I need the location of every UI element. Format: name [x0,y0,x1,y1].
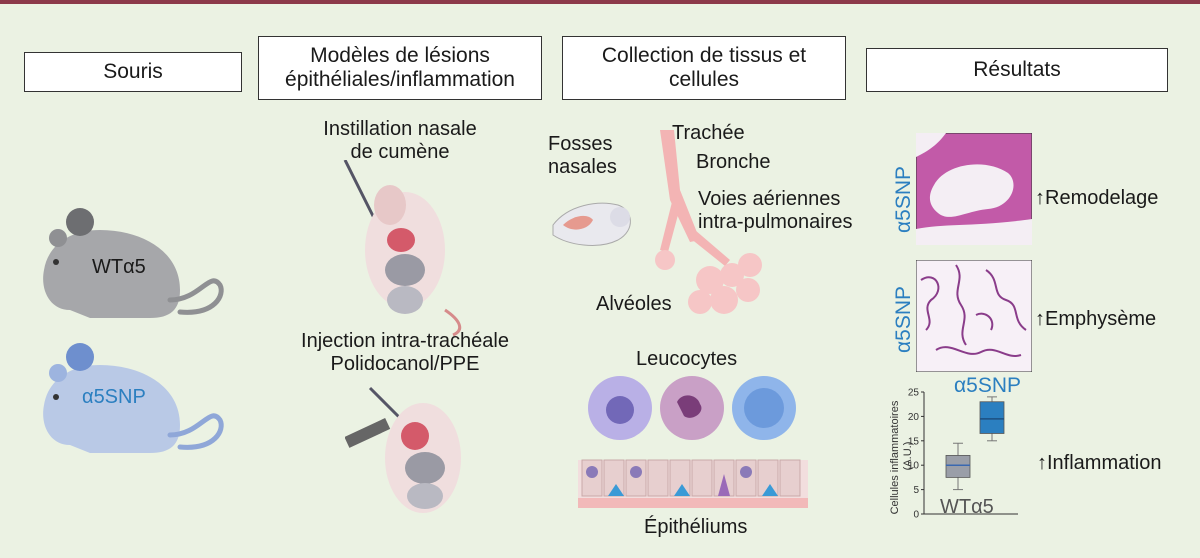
box-snp [979,401,1005,434]
lung-airway-illustration [655,130,762,314]
histology-remodelage-image [916,133,1032,245]
up-arrow-icon: ↑ [1037,452,1047,474]
top-accent-bar [0,0,1200,4]
histo1-finding-label: ↑Remodelage [1035,187,1158,210]
wt-mouse-illustration [43,208,224,318]
up-arrow-icon: ↑ [1035,308,1045,330]
injection-line-1: Injection intra-trachéale [301,330,509,352]
wt-mouse-label: WTα5 [92,256,146,278]
instillation-line-2: de cumène [350,141,450,163]
histology-emphyseme-image [916,260,1032,372]
y-tick-label: 25 [908,388,920,399]
nasal-fossae-label: Fosses nasales [548,133,617,179]
histo2-finding-label: ↑Emphysème [1035,308,1156,331]
instillation-mouse-illustration [343,160,462,337]
instillation-line-1: Instillation nasale [323,118,477,140]
histo2-genotype-label: α5SNP [892,286,915,353]
chart-y-axis-label: Cellules inflammatoires (A.U.) [889,398,914,515]
remodelage-text: Remodelage [1045,187,1159,209]
epithelia-label: Épithéliums [644,516,748,538]
nasal-line-2: nasales [548,156,617,178]
chart-genotype-top-label: α5SNP [954,374,1021,397]
header-collection: Collection de tissus et cellules [562,36,846,100]
histo1-genotype-label: α5SNP [892,166,915,233]
box-wt [945,455,971,478]
epithelium-illustration [578,459,808,508]
inflammation-boxplot: Cellules inflammatoires (A.U.) 0 5 10 15 20 2… [889,388,1018,521]
inflammation-label: ↑Inflammation [1037,452,1162,475]
injection-line-2: Polidocanol/PPE [330,353,480,375]
header-mice: Souris [24,52,242,92]
y-tick-label: 0 [913,510,919,521]
airways-line-1: Voies aériennes [698,188,841,210]
leukocytes-label: Leucocytes [636,348,738,370]
chart-genotype-bottom-label: WTα5 [940,496,994,518]
instillation-label: Instillation nasale de cumène [270,118,530,164]
y-tick-label: 5 [913,485,919,496]
header-results: Résultats [866,48,1168,92]
inflammation-text: Inflammation [1047,452,1162,474]
leukocytes-illustration [588,376,796,440]
y-tick-label: 10 [908,461,920,472]
header-models: Modèles de lésions épithéliales/inflamma… [258,36,542,100]
snp-mouse-illustration [43,343,224,453]
injection-mouse-illustration [345,386,461,513]
trachea-label: Trachée [672,122,745,144]
y-tick-label: 20 [908,412,920,423]
nasal-illustration [552,202,631,246]
snp-mouse-label: α5SNP [82,386,146,408]
y-tick-label: 15 [908,436,920,447]
alveoli-label: Alvéoles [596,293,672,315]
airways-line-2: intra-pulmonaires [698,211,853,233]
injection-label: Injection intra-trachéale Polidocanol/PP… [270,330,540,376]
emphyseme-text: Emphysème [1045,308,1157,330]
airways-label: Voies aériennes intra-pulmonaires [698,188,853,234]
up-arrow-icon: ↑ [1035,187,1045,209]
bronchus-label: Bronche [696,151,771,173]
nasal-line-1: Fosses [548,133,613,155]
